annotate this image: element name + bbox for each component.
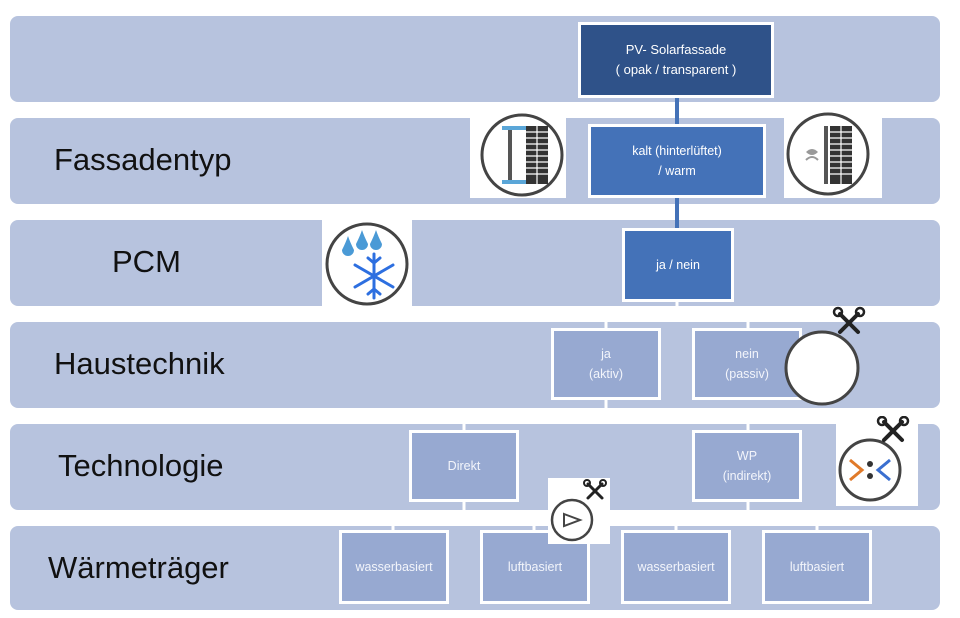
node-w1: wasserbasiert xyxy=(339,530,449,604)
node-w2-label: luftbasiert xyxy=(507,560,563,574)
node-tech-direkt-label: Direkt xyxy=(447,459,481,473)
node-pv-line1: PV- Solarfassade xyxy=(625,42,727,57)
node-w3: wasserbasiert xyxy=(621,530,731,604)
node-tech-direkt: Direkt xyxy=(409,430,519,502)
node-haus-nein: nein (passiv) xyxy=(692,328,802,400)
heat-pump-icon xyxy=(836,416,918,506)
node-pv-line2: ( opak / transparent ) xyxy=(615,62,737,77)
band-pcm xyxy=(10,220,940,306)
tools-circle-icon xyxy=(784,306,866,406)
node-haus-nein-line2: (passiv) xyxy=(725,367,769,381)
band-top xyxy=(10,16,940,102)
node-w4: luftbasiert xyxy=(762,530,872,604)
node-tech-wp-line2: (indirekt) xyxy=(722,469,772,483)
node-w3-label: wasserbasiert xyxy=(637,560,715,574)
node-haus-nein-line1: nein xyxy=(735,347,759,361)
node-w1-label: wasserbasiert xyxy=(355,560,433,574)
node-w4-label: luftbasiert xyxy=(789,560,845,574)
row-label-fassadentyp: Fassadentyp xyxy=(54,142,232,177)
fan-icon xyxy=(548,478,610,544)
node-pcm: ja / nein xyxy=(622,228,734,302)
node-fassade-line1: kalt (hinterlüftet) xyxy=(632,144,722,158)
node-pcm-label: ja / nein xyxy=(656,258,700,272)
row-label-technologie: Technologie xyxy=(58,448,224,483)
row-label-haustechnik: Haustechnik xyxy=(54,346,225,381)
node-haus-ja-line2: (aktiv) xyxy=(588,367,624,381)
node-fassade-line2: / warm xyxy=(658,164,696,178)
node-tech-wp: WP (indirekt) xyxy=(692,430,802,502)
row-label-pcm: PCM xyxy=(112,244,181,279)
snowflake-drops-icon xyxy=(322,220,412,308)
node-tech-wp-line1: WP xyxy=(736,449,758,463)
node-haus-ja-line1: ja xyxy=(601,347,611,361)
row-label-waermetraeger: Wärmeträger xyxy=(48,550,229,585)
node-fassadentyp: kalt (hinterlüftet) / warm xyxy=(588,124,766,198)
node-pv-solarfassade: PV- Solarfassade ( opak / transparent ) xyxy=(578,22,774,98)
warm-facade-icon xyxy=(784,110,882,198)
cold-facade-icon xyxy=(470,112,566,198)
node-haus-ja: ja (aktiv) xyxy=(551,328,661,400)
